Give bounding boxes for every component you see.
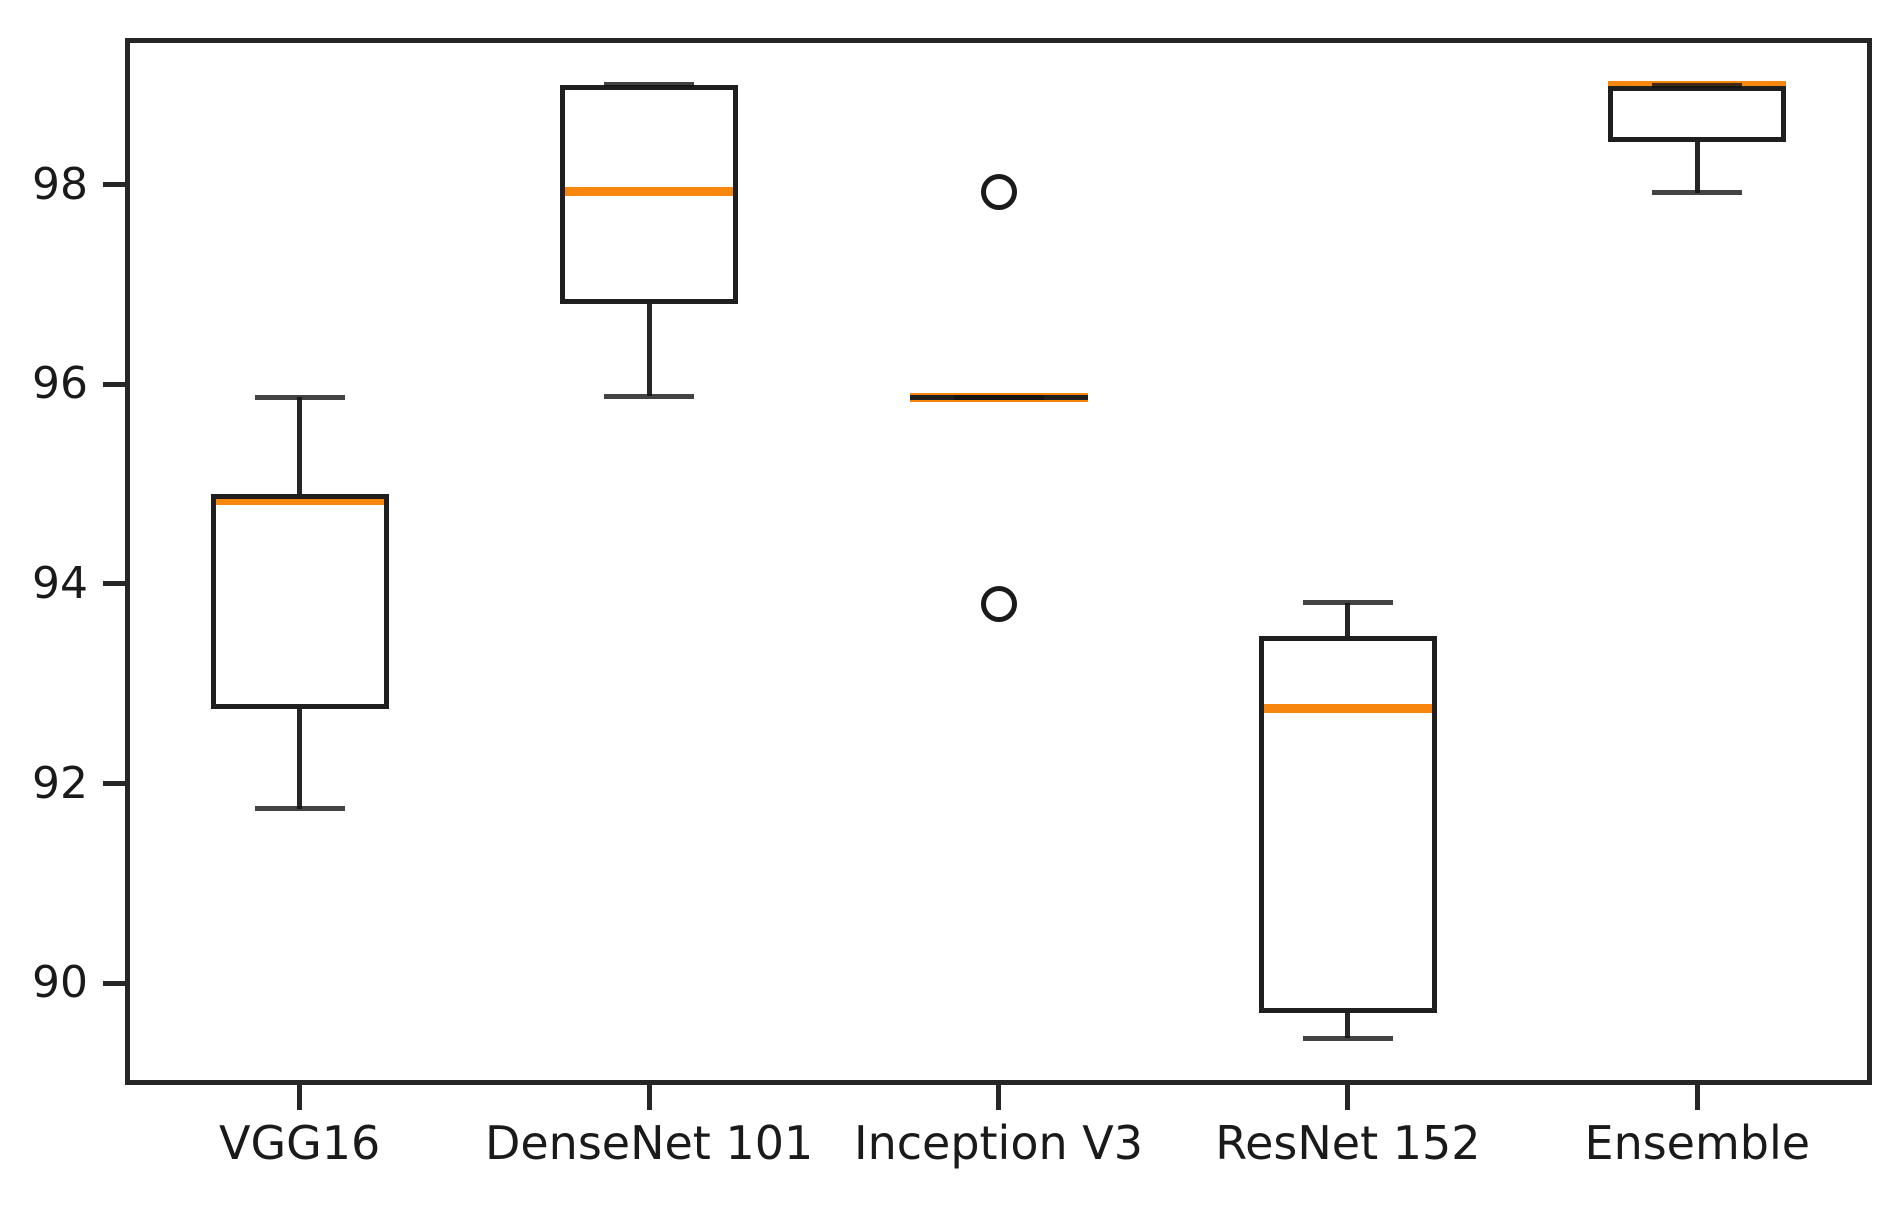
y-tick-label: 98 <box>32 158 88 210</box>
lower-whisker <box>1345 1013 1351 1039</box>
iqr-box <box>1608 85 1787 142</box>
x-tick-mark <box>1345 1085 1351 1110</box>
median-line <box>210 495 389 505</box>
lower-whisker <box>297 708 303 809</box>
y-tick-label: 94 <box>32 557 88 609</box>
iqr-box <box>210 494 389 709</box>
iqr-box <box>1258 635 1437 1014</box>
iqr-box <box>560 84 739 305</box>
outlier-marker <box>980 585 1017 622</box>
plot-area <box>125 38 1872 1085</box>
lower-whisker-cap <box>953 394 1044 400</box>
upper-whisker-cap <box>1652 83 1743 89</box>
x-tick-label-densenet-101: DenseNet 101 <box>484 1116 814 1170</box>
lower-whisker-cap <box>254 806 345 812</box>
lower-whisker-cap <box>1652 190 1743 196</box>
y-tick-label: 92 <box>32 757 88 809</box>
x-tick-mark <box>996 1085 1001 1110</box>
x-tick-label-resnet-152: ResNet 152 <box>1215 1116 1481 1170</box>
lower-whisker <box>1694 141 1700 193</box>
median-line <box>560 187 739 197</box>
lower-whisker-cap <box>1302 1035 1393 1041</box>
x-tick-label-ensemble: Ensemble <box>1584 1116 1811 1170</box>
lower-whisker-cap <box>604 393 695 399</box>
y-tick-label: 90 <box>32 957 88 1009</box>
upper-whisker <box>1345 602 1351 636</box>
upper-whisker-cap <box>1302 600 1393 606</box>
upper-whisker <box>297 397 303 495</box>
x-tick-label-vgg16: VGG16 <box>219 1116 381 1170</box>
y-tick-mark <box>103 381 125 387</box>
x-tick-mark <box>646 1085 652 1110</box>
x-tick-label-inception-v3: Inception V3 <box>854 1116 1143 1170</box>
y-tick-label: 96 <box>32 358 88 410</box>
x-tick-mark <box>1694 1085 1700 1110</box>
y-tick-mark <box>103 781 125 787</box>
y-tick-mark <box>103 182 125 188</box>
upper-whisker-cap <box>254 394 345 400</box>
y-tick-mark <box>103 581 125 587</box>
outlier-marker <box>980 173 1017 210</box>
lower-whisker <box>646 304 652 397</box>
x-tick-mark <box>297 1085 303 1110</box>
y-tick-mark <box>103 980 125 986</box>
upper-whisker-cap <box>604 82 695 88</box>
median-line <box>1258 704 1437 714</box>
